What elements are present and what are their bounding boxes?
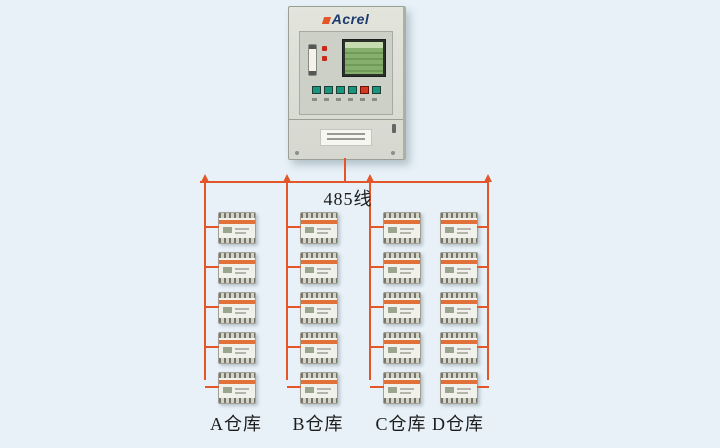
- device-module: [287, 372, 338, 404]
- indicator-led: [322, 46, 327, 51]
- button-labels-strip: [312, 98, 380, 101]
- device-module: [370, 292, 421, 324]
- column-label-c: C仓库: [375, 414, 427, 434]
- device-column-c: [370, 212, 421, 412]
- arrow-up-icon: [484, 174, 492, 182]
- panel-button-green: [336, 86, 345, 94]
- column-wire-b: [286, 181, 288, 380]
- column-label-d: D仓库: [432, 414, 484, 434]
- indicator-led: [322, 56, 327, 61]
- device-module: [287, 252, 338, 284]
- device-module: [205, 332, 256, 364]
- device-module: [370, 372, 421, 404]
- panel-button-red: [360, 86, 369, 94]
- device-module: [440, 332, 489, 364]
- device-module: [205, 292, 256, 324]
- screw: [391, 151, 395, 155]
- door-seam: [289, 119, 403, 120]
- device-column-d: [440, 212, 489, 412]
- bus-label: 485线: [323, 189, 373, 209]
- arrow-up-icon: [283, 174, 291, 182]
- column-wire-c: [369, 181, 371, 380]
- device-module: [370, 332, 421, 364]
- device-module: [440, 252, 489, 284]
- panel-button-green: [348, 86, 357, 94]
- lcd-screen: [342, 39, 386, 77]
- device-module: [370, 252, 421, 284]
- cabinet-front-panel: [299, 31, 393, 115]
- device-module: [440, 292, 489, 324]
- column-label-b: B仓库: [292, 414, 344, 434]
- screw: [295, 151, 299, 155]
- cabinet-drop-wire: [344, 158, 346, 181]
- lcd-display-area: [345, 42, 383, 74]
- column-wire-a: [204, 181, 206, 380]
- device-module: [287, 332, 338, 364]
- device-column-b: [287, 212, 338, 412]
- panel-buttons: [312, 86, 381, 94]
- device-module: [287, 212, 338, 244]
- arrow-up-icon: [201, 174, 209, 182]
- device-module: [370, 212, 421, 244]
- rs485-bus-wire: [200, 181, 489, 183]
- fuse-tube: [308, 44, 317, 76]
- panel-button-green: [312, 86, 321, 94]
- brand-logo-icon: [321, 16, 331, 24]
- column-wire-d: [487, 181, 489, 380]
- panel-button-green: [324, 86, 333, 94]
- device-module: [440, 372, 489, 404]
- device-module: [205, 212, 256, 244]
- brand-name: Acrel: [331, 11, 370, 27]
- column-label-a: A仓库: [210, 414, 262, 434]
- device-module: [287, 292, 338, 324]
- device-module: [205, 372, 256, 404]
- nameplate-sticker: [320, 129, 372, 146]
- device-column-a: [205, 212, 256, 412]
- brand-logo: Acrel: [289, 11, 403, 27]
- device-module: [205, 252, 256, 284]
- control-cabinet: Acrel: [288, 6, 406, 160]
- door-lock: [392, 124, 396, 133]
- arrow-up-icon: [366, 174, 374, 182]
- device-module: [440, 212, 489, 244]
- panel-button-green: [372, 86, 381, 94]
